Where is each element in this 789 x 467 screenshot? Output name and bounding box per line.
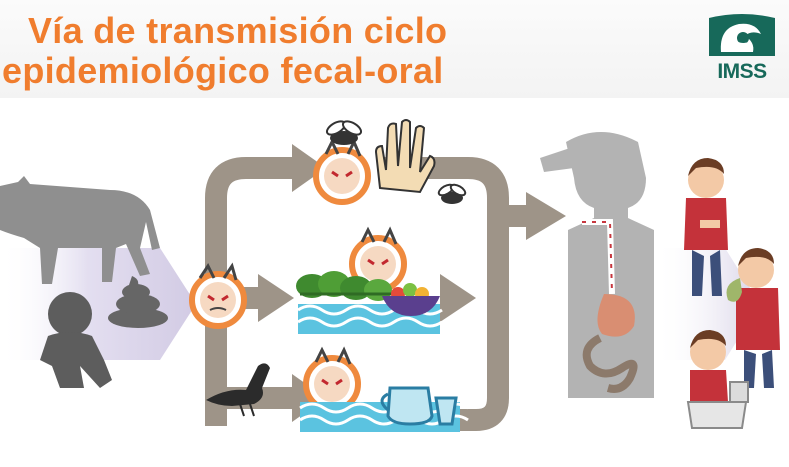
- stomach: [597, 294, 635, 337]
- glass-icon: [434, 396, 458, 426]
- route-hands: [313, 119, 467, 205]
- vegetables-icon: [296, 271, 392, 301]
- pigeon-icon: [206, 363, 270, 417]
- toilet-icon: [686, 401, 748, 429]
- imss-emblem-icon: [709, 14, 775, 56]
- arrowhead-hands: [292, 144, 326, 192]
- fly-icon: [325, 120, 363, 145]
- child-vomiting: [726, 248, 780, 388]
- intestine: [582, 334, 638, 393]
- page-title-line-2: epidemiológico fecal-oral: [2, 50, 444, 91]
- page-title-line-1: Vía de transmisión ciclo: [28, 10, 448, 51]
- title-bar: Vía de transmisión ciclo epidemiológico …: [0, 0, 789, 98]
- fly-icon-small: [437, 183, 467, 204]
- germ-icon-water: [303, 346, 361, 413]
- child-abdominal-pain: [684, 158, 728, 296]
- outcome-band: [655, 248, 760, 360]
- route-water: [206, 346, 469, 432]
- source-band: [0, 248, 196, 360]
- arrowhead-food: [258, 274, 294, 322]
- germ-icon-hands: [313, 138, 371, 205]
- feces-icon: [108, 276, 168, 328]
- transmission-diagram: [0, 119, 780, 432]
- route-food: [296, 226, 443, 334]
- hand-icon: [374, 119, 436, 194]
- person-silhouette: [40, 292, 112, 388]
- cow-silhouette: [0, 176, 160, 284]
- arrowhead-food-out: [440, 274, 476, 322]
- imss-logo: IMSS: [703, 12, 781, 84]
- arrowhead-host: [526, 192, 566, 240]
- logo-text: IMSS: [717, 60, 767, 83]
- germ-icon-source: [189, 262, 247, 329]
- fruit-bowl-icon: [382, 283, 440, 316]
- esophagus: [582, 219, 615, 295]
- human-host-silhouette: [540, 132, 654, 398]
- water-pitcher-icon: [380, 386, 434, 426]
- child-diarrhea: [686, 330, 749, 429]
